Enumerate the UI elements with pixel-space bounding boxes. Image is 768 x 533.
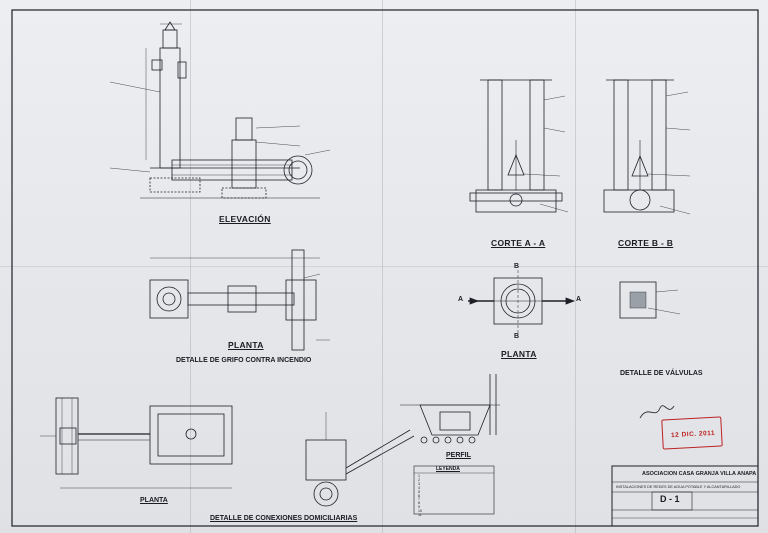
legend-item: 7 [418,497,420,502]
section-marker-b-top: B [514,263,520,270]
title-detalle-conexiones: DETALLE DE CONEXIONES DOMICILIARIAS [210,515,358,522]
legend-item: 2 [418,477,420,482]
legend-item: 8 [418,501,420,506]
legend-frame [413,465,495,515]
service-connection-section [305,412,415,507]
section-b-b [603,79,691,215]
title-perfil: PERFIL [446,452,471,459]
legend-item: 5 [418,489,420,494]
valve-detail [619,281,681,319]
title-corte-a: CORTE A - A [491,238,546,248]
title-detalle-valvulas: DETALLE DE VÁLVULAS [620,370,703,377]
title-planta-valvula: PLANTA [501,349,537,359]
approval-stamp: 12 DIC. 2011 [661,416,723,450]
legend-item: 1 [418,474,420,478]
section-marker-a-right: A [576,296,582,303]
title-planta-grifo: PLANTA [228,340,264,350]
legend-item: 3 [418,481,420,486]
fold-line [382,0,383,533]
section-marker-a-left: A [458,296,464,303]
title-corte-b: CORTE B - B [618,238,674,248]
valve-plan [468,270,570,334]
title-detalle-grifo: DETALLE DE GRIFO CONTRA INCENDIO [176,357,312,364]
legend-item: 4 [418,485,420,490]
title-elevacion: ELEVACIÓN [219,214,271,224]
fold-line [0,266,768,267]
signature [639,405,675,419]
association-name: ASOCIACION CASA GRANJA VILLA ANAPA [642,471,757,477]
legend-item: 11 [418,513,422,518]
project-name: INSTALACIONES DE REDES DE AGUA POTABLE Y… [616,485,741,489]
legend-item: 10 [418,509,422,514]
fold-line [575,0,576,533]
hydrant-elevation [109,21,331,199]
sheet-code: D - 1 [660,494,680,504]
fold-line [190,0,191,533]
hydrant-plan [149,249,330,351]
title-planta-conexion: PLANTA [140,497,168,504]
section-a-a [469,79,569,213]
service-connection-plan [40,397,233,489]
profile [400,374,500,444]
title-block-frame [611,465,759,527]
section-marker-b-bottom: B [514,333,520,340]
legend-title: LEYENDA [436,466,460,472]
legend-item: 6 [418,493,420,498]
legend-item: 9 [418,505,420,510]
stamp-date: 12 DIC. 2011 [670,429,716,440]
